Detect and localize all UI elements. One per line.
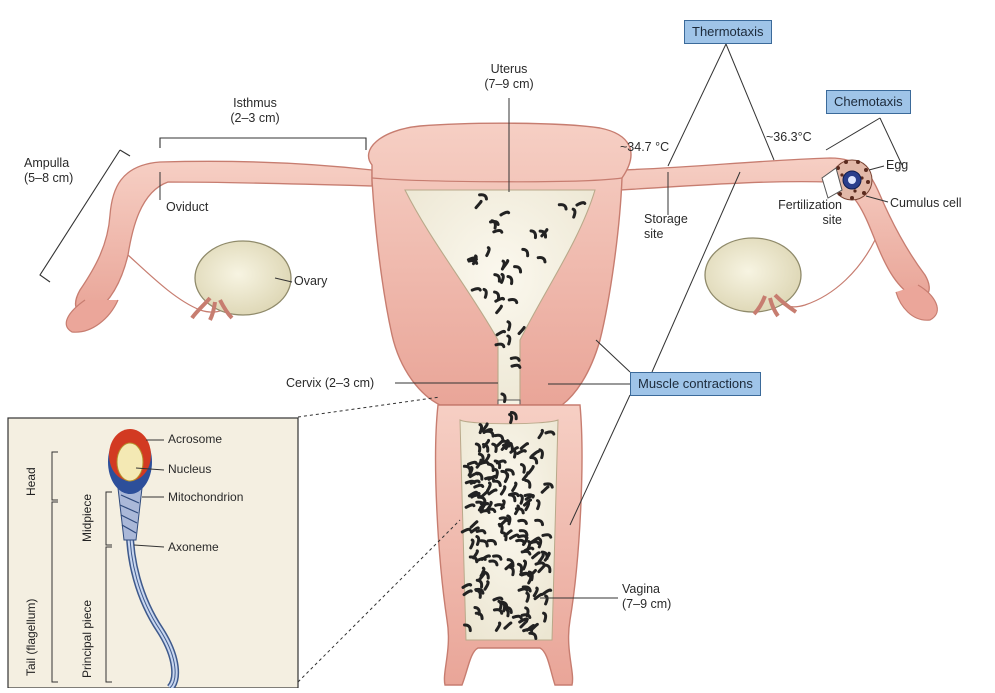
vagina-label: Vagina (7–9 cm) <box>622 582 671 612</box>
nucleus-label: Nucleus <box>168 462 211 477</box>
uterus-size-text: (7–9 cm) <box>476 77 542 92</box>
principal-piece-label: Principal piece <box>80 600 94 678</box>
cumulus-label: Cumulus cell <box>890 196 962 211</box>
sperm-squiggle <box>536 563 544 565</box>
storage-site-label: Storage site <box>644 212 688 242</box>
mitochondrion-label: Mitochondrion <box>168 490 243 505</box>
sperm-squiggle <box>494 598 502 600</box>
right-ovary <box>705 238 801 312</box>
vagina-text: Vagina <box>622 582 671 597</box>
sperm-squiggle <box>494 230 502 232</box>
chemotaxis-box: Chemotaxis <box>826 90 911 114</box>
sperm-squiggle <box>497 461 505 463</box>
sperm-squiggle <box>519 589 527 591</box>
isthmus-size-text: (2–3 cm) <box>222 111 288 126</box>
sperm-squiggle <box>477 537 479 545</box>
midpiece-label: Midpiece <box>80 494 94 542</box>
axoneme-label: Axoneme <box>168 540 219 555</box>
oviduct-label: Oviduct <box>166 200 208 215</box>
sperm-squiggle <box>521 495 523 503</box>
cervix-label: Cervix (2–3 cm) <box>286 376 374 391</box>
egg-label: Egg <box>886 158 908 173</box>
ampulla-size-text: (5–8 cm) <box>24 171 73 186</box>
sperm-squiggle <box>472 289 480 291</box>
muscle-contractions-box: Muscle contractions <box>630 372 761 396</box>
sperm-squiggle <box>573 209 575 217</box>
fertilization-site-label: Fertilization site <box>762 198 842 228</box>
sperm-squiggle <box>502 274 504 282</box>
vagina-size-text: (7–9 cm) <box>622 597 671 612</box>
temp-low-label: ~34.7 °C <box>620 140 669 155</box>
isthmus-text: Isthmus <box>222 96 288 111</box>
ampulla-label: Ampulla (5–8 cm) <box>24 156 73 186</box>
fertilization-site-text: site <box>762 213 842 228</box>
sperm-squiggle <box>480 425 482 433</box>
sperm-squiggle <box>538 501 540 509</box>
isthmus-bracket <box>160 138 366 150</box>
head-label: Head <box>24 467 38 496</box>
fertilization-text: Fertilization <box>762 198 842 213</box>
uterus-text: Uterus <box>476 62 542 77</box>
uterus-label: Uterus (7–9 cm) <box>476 62 542 92</box>
sperm-squiggle <box>527 593 529 601</box>
tail-label: Tail (flagellum) <box>24 599 38 676</box>
thermotaxis-box: Thermotaxis <box>684 20 772 44</box>
sperm-squiggle <box>546 596 548 604</box>
acrosome-label: Acrosome <box>168 432 222 447</box>
temp-high-label: ~36.3°C <box>766 130 812 145</box>
sperm-squiggle <box>524 561 526 569</box>
sperm-squiggle <box>524 629 532 631</box>
sperm-squiggle <box>502 261 504 269</box>
ovary-label: Ovary <box>294 274 327 289</box>
sperm-squiggle <box>481 504 483 512</box>
sperm-squiggle <box>468 462 476 464</box>
sperm-squiggle <box>477 558 485 560</box>
storage-text: Storage <box>644 212 688 227</box>
storage-site-text: site <box>644 227 688 242</box>
ampulla-text: Ampulla <box>24 156 73 171</box>
sperm-squiggle <box>475 485 483 487</box>
isthmus-label: Isthmus (2–3 cm) <box>222 96 288 126</box>
